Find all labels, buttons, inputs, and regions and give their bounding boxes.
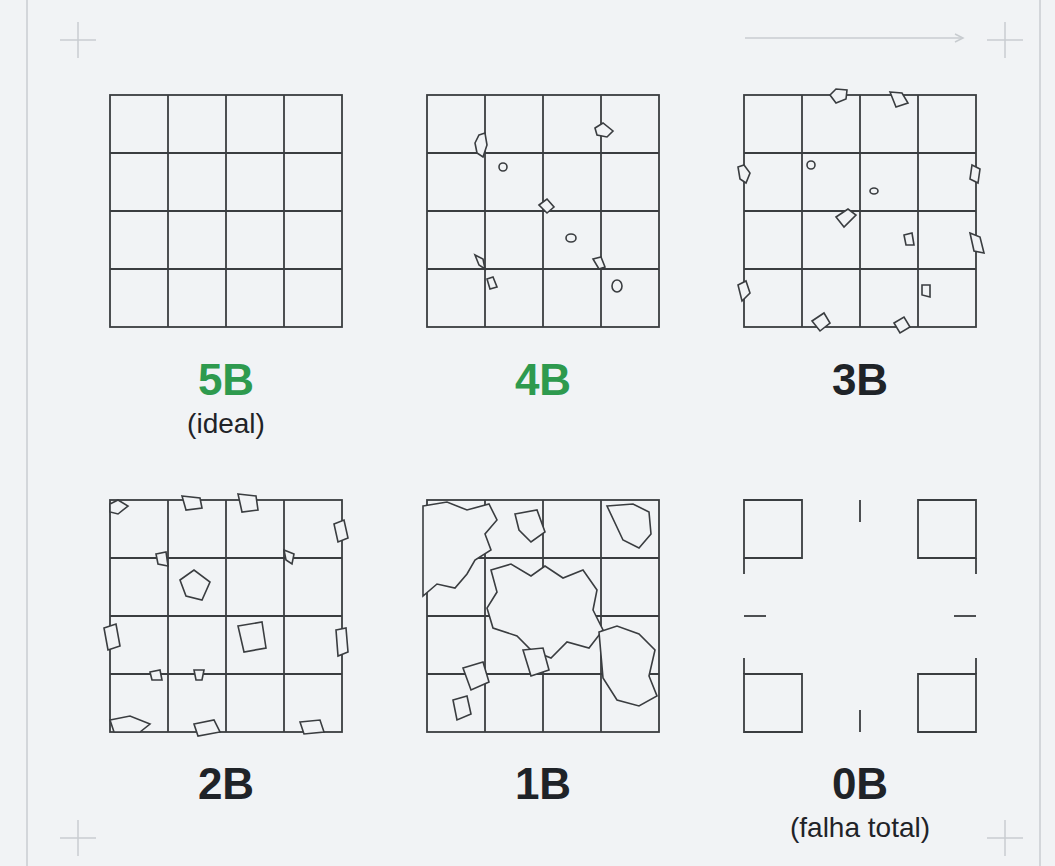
grid-5b bbox=[110, 95, 342, 327]
rating-note: (ideal) bbox=[187, 410, 265, 438]
grid-3b bbox=[738, 89, 984, 333]
rating-label: 3B bbox=[832, 358, 888, 402]
page-frame bbox=[27, 0, 1040, 866]
grid-0b bbox=[744, 500, 976, 732]
grid-1b bbox=[423, 500, 659, 732]
rating-label: 2B bbox=[198, 762, 254, 806]
rating-label: 1B bbox=[515, 762, 571, 806]
rating-label: 4B bbox=[515, 358, 571, 402]
grid-4b bbox=[427, 95, 659, 327]
grid-2b bbox=[104, 494, 348, 736]
rating-note: (falha total) bbox=[790, 814, 930, 842]
rating-label: 5B bbox=[198, 358, 254, 402]
rating-label: 0B bbox=[832, 762, 888, 806]
